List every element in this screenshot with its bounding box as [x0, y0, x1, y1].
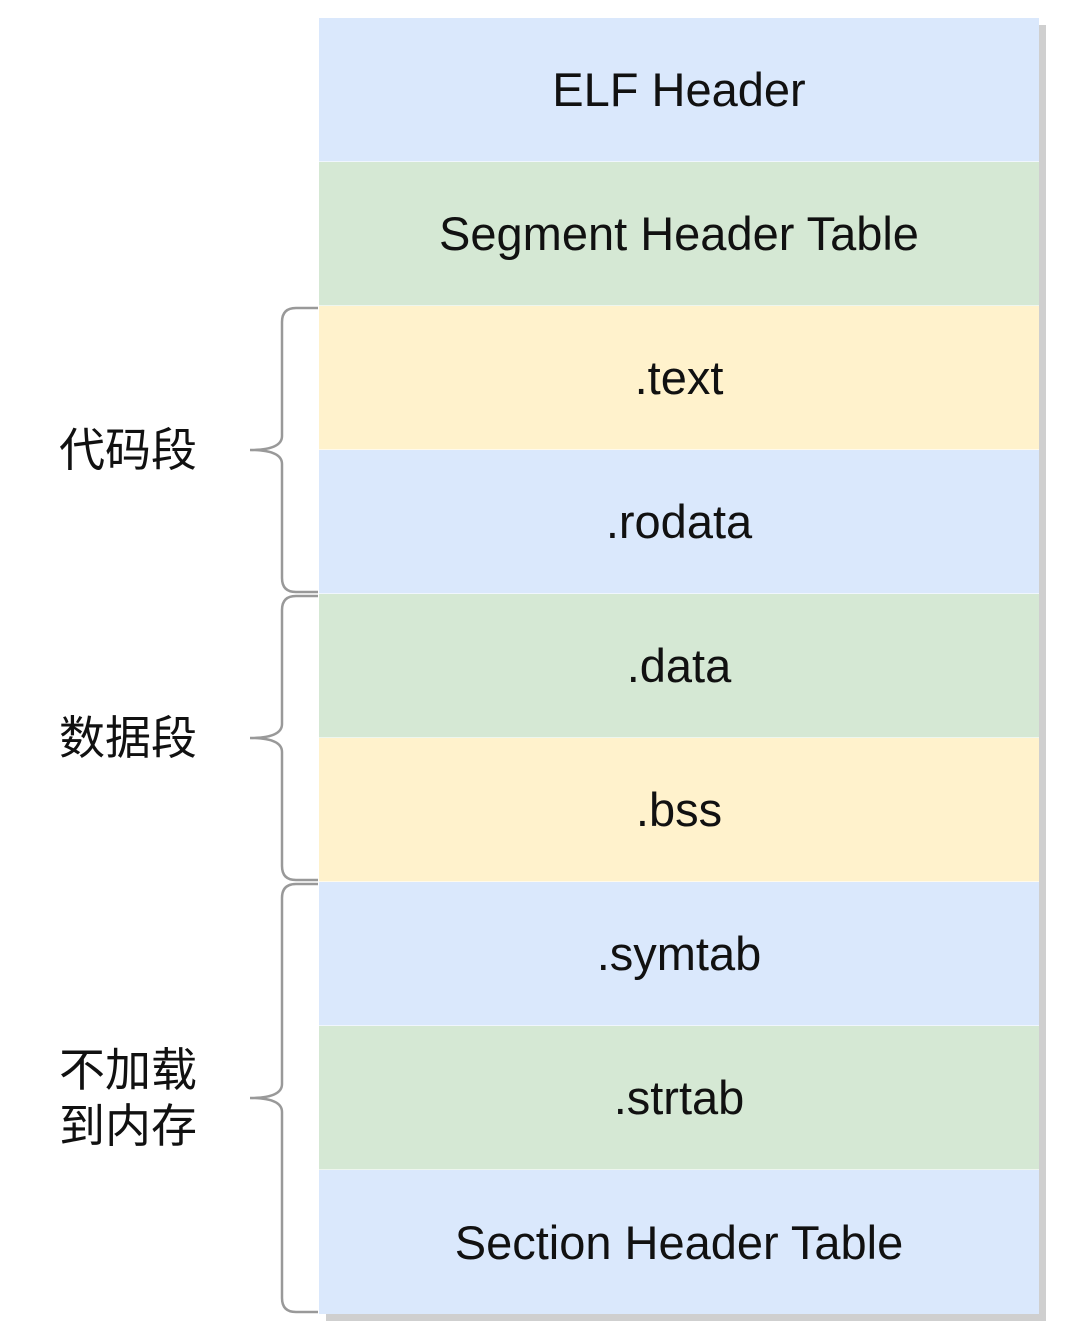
block-data: .data [319, 594, 1039, 738]
block-strtab: .strtab [319, 1026, 1039, 1170]
elf-layout-stack: ELF Header Segment Header Table .text .r… [319, 18, 1039, 1314]
brace-code-segment [249, 306, 318, 594]
brace-data-segment [249, 594, 318, 882]
block-section-header-table: Section Header Table [319, 1170, 1039, 1314]
block-symtab: .symtab [319, 882, 1039, 1026]
group-label-not-loaded: 不加载 到内存 [59, 1043, 197, 1153]
block-segment-header-table: Segment Header Table [319, 162, 1039, 306]
block-text: .text [319, 306, 1039, 450]
block-rodata: .rodata [319, 450, 1039, 594]
block-elf-header: ELF Header [319, 18, 1039, 162]
group-label-code-segment: 代码段 [59, 423, 197, 477]
brace-not-loaded [249, 882, 318, 1314]
block-bss: .bss [319, 738, 1039, 882]
group-label-data-segment: 数据段 [59, 711, 197, 765]
